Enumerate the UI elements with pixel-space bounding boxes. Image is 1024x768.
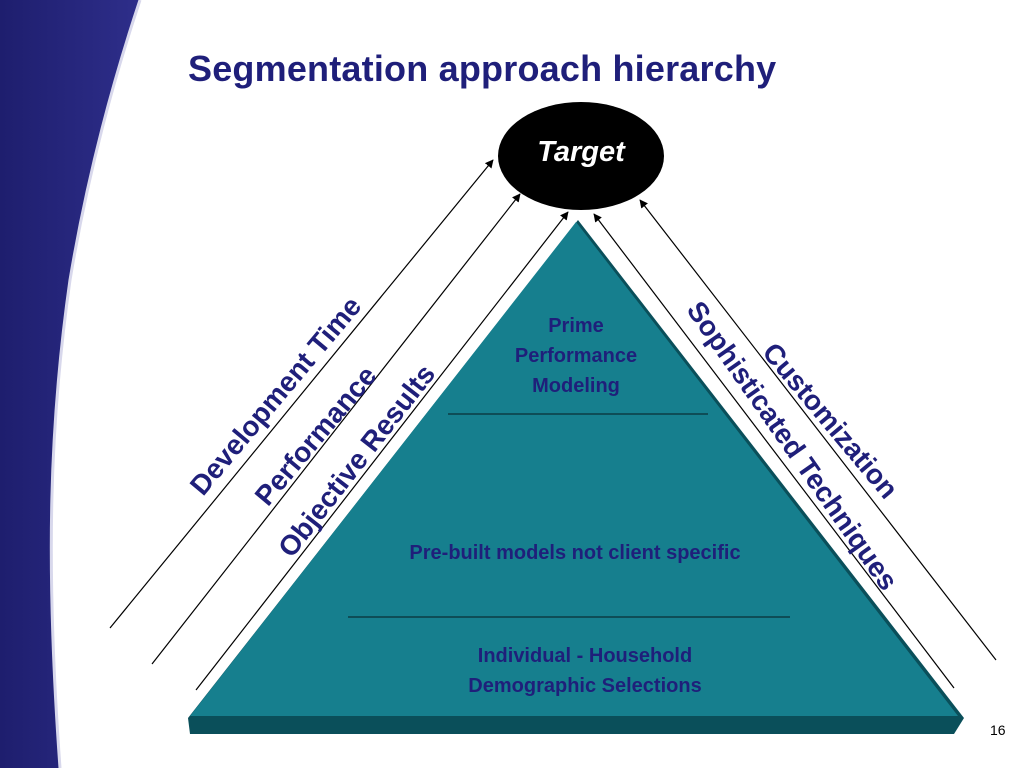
left-decorative-band	[0, 0, 140, 768]
page-number: 16	[990, 722, 1006, 738]
slide-title: Segmentation approach hierarchy	[188, 48, 777, 89]
arrow-objective-results	[195, 211, 569, 691]
tier-label-prime: Prime Performance Modeling	[514, 315, 638, 397]
arrow-development-time	[109, 159, 494, 629]
tier-label-individual: Individual - Household Demographic Selec…	[468, 645, 702, 697]
target-label: Target	[537, 136, 625, 168]
arrow-performance	[151, 193, 521, 665]
target-ellipse	[498, 102, 664, 210]
left-decorative-curve	[49, 0, 142, 768]
arrow-sophisticated-techniques	[593, 213, 955, 689]
pyramid	[190, 222, 958, 716]
tier-label-prebuilt: Pre-built models not client specific	[409, 542, 741, 564]
arrow-customization	[639, 199, 997, 661]
